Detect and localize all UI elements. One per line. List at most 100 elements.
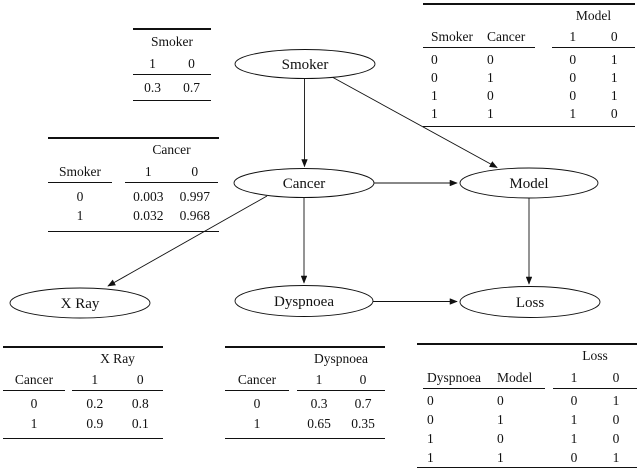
- parent-state: 0: [497, 430, 504, 446]
- node-model-label: Model: [509, 176, 548, 192]
- value-col-header: 1: [144, 163, 152, 179]
- table-bottom-rule: [423, 125, 635, 128]
- table-row: 1 0.032 0.968: [48, 206, 219, 225]
- node-xray: [9, 287, 151, 319]
- probability-value: 0: [612, 430, 620, 446]
- table-bottom-rule: [417, 466, 637, 469]
- probability-value: 0: [569, 87, 577, 103]
- table-top-rule: [3, 346, 163, 348]
- edge-cancer-xray: [107, 195, 268, 287]
- table-row: 0 1 1 0: [417, 410, 637, 429]
- probability-value: 1: [570, 430, 578, 446]
- table-mid-rule: [72, 389, 163, 391]
- probability-value: 0.9: [86, 415, 104, 431]
- probability-value: 1: [612, 449, 620, 465]
- table-bottom-rule: [3, 437, 163, 440]
- table-row: 1 0 0 1: [423, 87, 635, 105]
- parent-col-header: Dyspnoea: [427, 369, 481, 385]
- parent-state: 0: [431, 69, 438, 85]
- parent-state: 1: [497, 411, 504, 427]
- table-top-rule: [225, 346, 385, 348]
- cpt-title: Dyspnoea: [314, 350, 368, 366]
- cpt-model: Model Smoker Cancer 1 0 0 0 0 1 0 1 0 1: [423, 3, 635, 128]
- probability-value: 0: [570, 449, 578, 465]
- parent-state: 1: [76, 207, 84, 223]
- table-top-rule: [48, 137, 219, 139]
- parent-state: 0: [30, 395, 38, 411]
- value-col-header: 0: [188, 55, 195, 71]
- parent-state: 1: [253, 415, 261, 431]
- value-col-header: 0: [612, 369, 620, 385]
- probability-value: 1: [612, 392, 620, 408]
- parent-state: 1: [431, 87, 438, 103]
- node-loss: [459, 286, 601, 318]
- node-smoker-label: Smoker: [282, 57, 329, 73]
- table-mid-rule: [225, 389, 289, 391]
- parent-state: 0: [427, 392, 434, 408]
- table-row: 0 0 0 1: [417, 389, 637, 410]
- parent-state: 1: [487, 69, 494, 85]
- parent-state: 0: [497, 392, 504, 408]
- value-col-header: 0: [359, 371, 367, 387]
- probability-value: 0.997: [179, 188, 210, 204]
- cpt-title: X Ray: [100, 350, 135, 366]
- table-mid-rule: [552, 46, 635, 48]
- parent-state: 0: [487, 51, 494, 67]
- parent-state: 0: [76, 188, 84, 204]
- probability-value: 1: [610, 87, 618, 103]
- table-row: 0 0 0 1: [423, 48, 635, 69]
- cpt-loss: Loss Dyspnoea Model 1 0 0 0 0 1 0 1 1 0: [417, 343, 637, 469]
- cpt-title: Smoker: [151, 33, 193, 49]
- probability-value: 0: [612, 411, 620, 427]
- table-row: 1 1 1 0: [423, 105, 635, 123]
- table-top-rule: [133, 28, 211, 30]
- table-mid-rule: [423, 387, 545, 389]
- probability-value: 0.2: [86, 395, 104, 411]
- cpt-smoker: Smoker 1 0 0.3 0.7: [133, 28, 211, 102]
- table-bottom-rule: [48, 230, 219, 233]
- probability-value: 1: [610, 69, 618, 85]
- parent-state: 0: [487, 87, 494, 103]
- cpt-title: Loss: [582, 347, 608, 363]
- parent-state: 1: [427, 449, 434, 465]
- table-mid-rule: [553, 387, 637, 389]
- cpt-xray: X Ray Cancer 1 0 0 0.2 0.8 1 0.9 0.1: [3, 346, 163, 440]
- parent-state: 1: [497, 449, 504, 465]
- parent-state: 0: [253, 395, 261, 411]
- value-col-header: 1: [149, 55, 156, 71]
- probability-value: 0: [570, 392, 578, 408]
- table-row: 0 0.003 0.997: [48, 183, 219, 206]
- parent-state: 1: [487, 105, 494, 121]
- node-dyspnoea-label: Dyspnoea: [274, 294, 334, 310]
- probability-value: 0: [569, 51, 577, 67]
- table-top-rule: [417, 343, 637, 345]
- table-mid-rule: [125, 181, 218, 183]
- probability-value: 1: [610, 51, 618, 67]
- probability-value: 0.968: [179, 207, 210, 223]
- cpt-title: Model: [575, 7, 612, 23]
- parent-state: 1: [431, 105, 438, 121]
- table-row: 0 0.2 0.8: [3, 391, 163, 414]
- table-row: 1 0.65 0.35: [225, 414, 385, 434]
- node-loss-label: Loss: [516, 295, 545, 311]
- parent-state: 1: [427, 430, 434, 446]
- probability-value: 0.3: [310, 395, 328, 411]
- parent-state: 0: [427, 411, 434, 427]
- probability-value: 0.35: [351, 415, 375, 431]
- value-col-header: 1: [570, 369, 578, 385]
- node-smoker: [234, 49, 376, 79]
- edge-smoker-model: [332, 77, 498, 168]
- table-mid-rule: [133, 73, 211, 75]
- table-row: 0.3 0.7: [133, 75, 211, 100]
- table-top-rule: [423, 3, 635, 5]
- table-row: 1 1 0 1: [417, 448, 637, 467]
- node-xray-label: X Ray: [61, 296, 100, 312]
- probability-value: 0.3: [144, 79, 161, 95]
- probability-value: 1: [569, 105, 577, 121]
- table-mid-rule: [3, 389, 65, 391]
- value-col-header: 1: [569, 28, 577, 44]
- parent-state: 1: [30, 415, 38, 431]
- value-col-header: 0: [191, 163, 199, 179]
